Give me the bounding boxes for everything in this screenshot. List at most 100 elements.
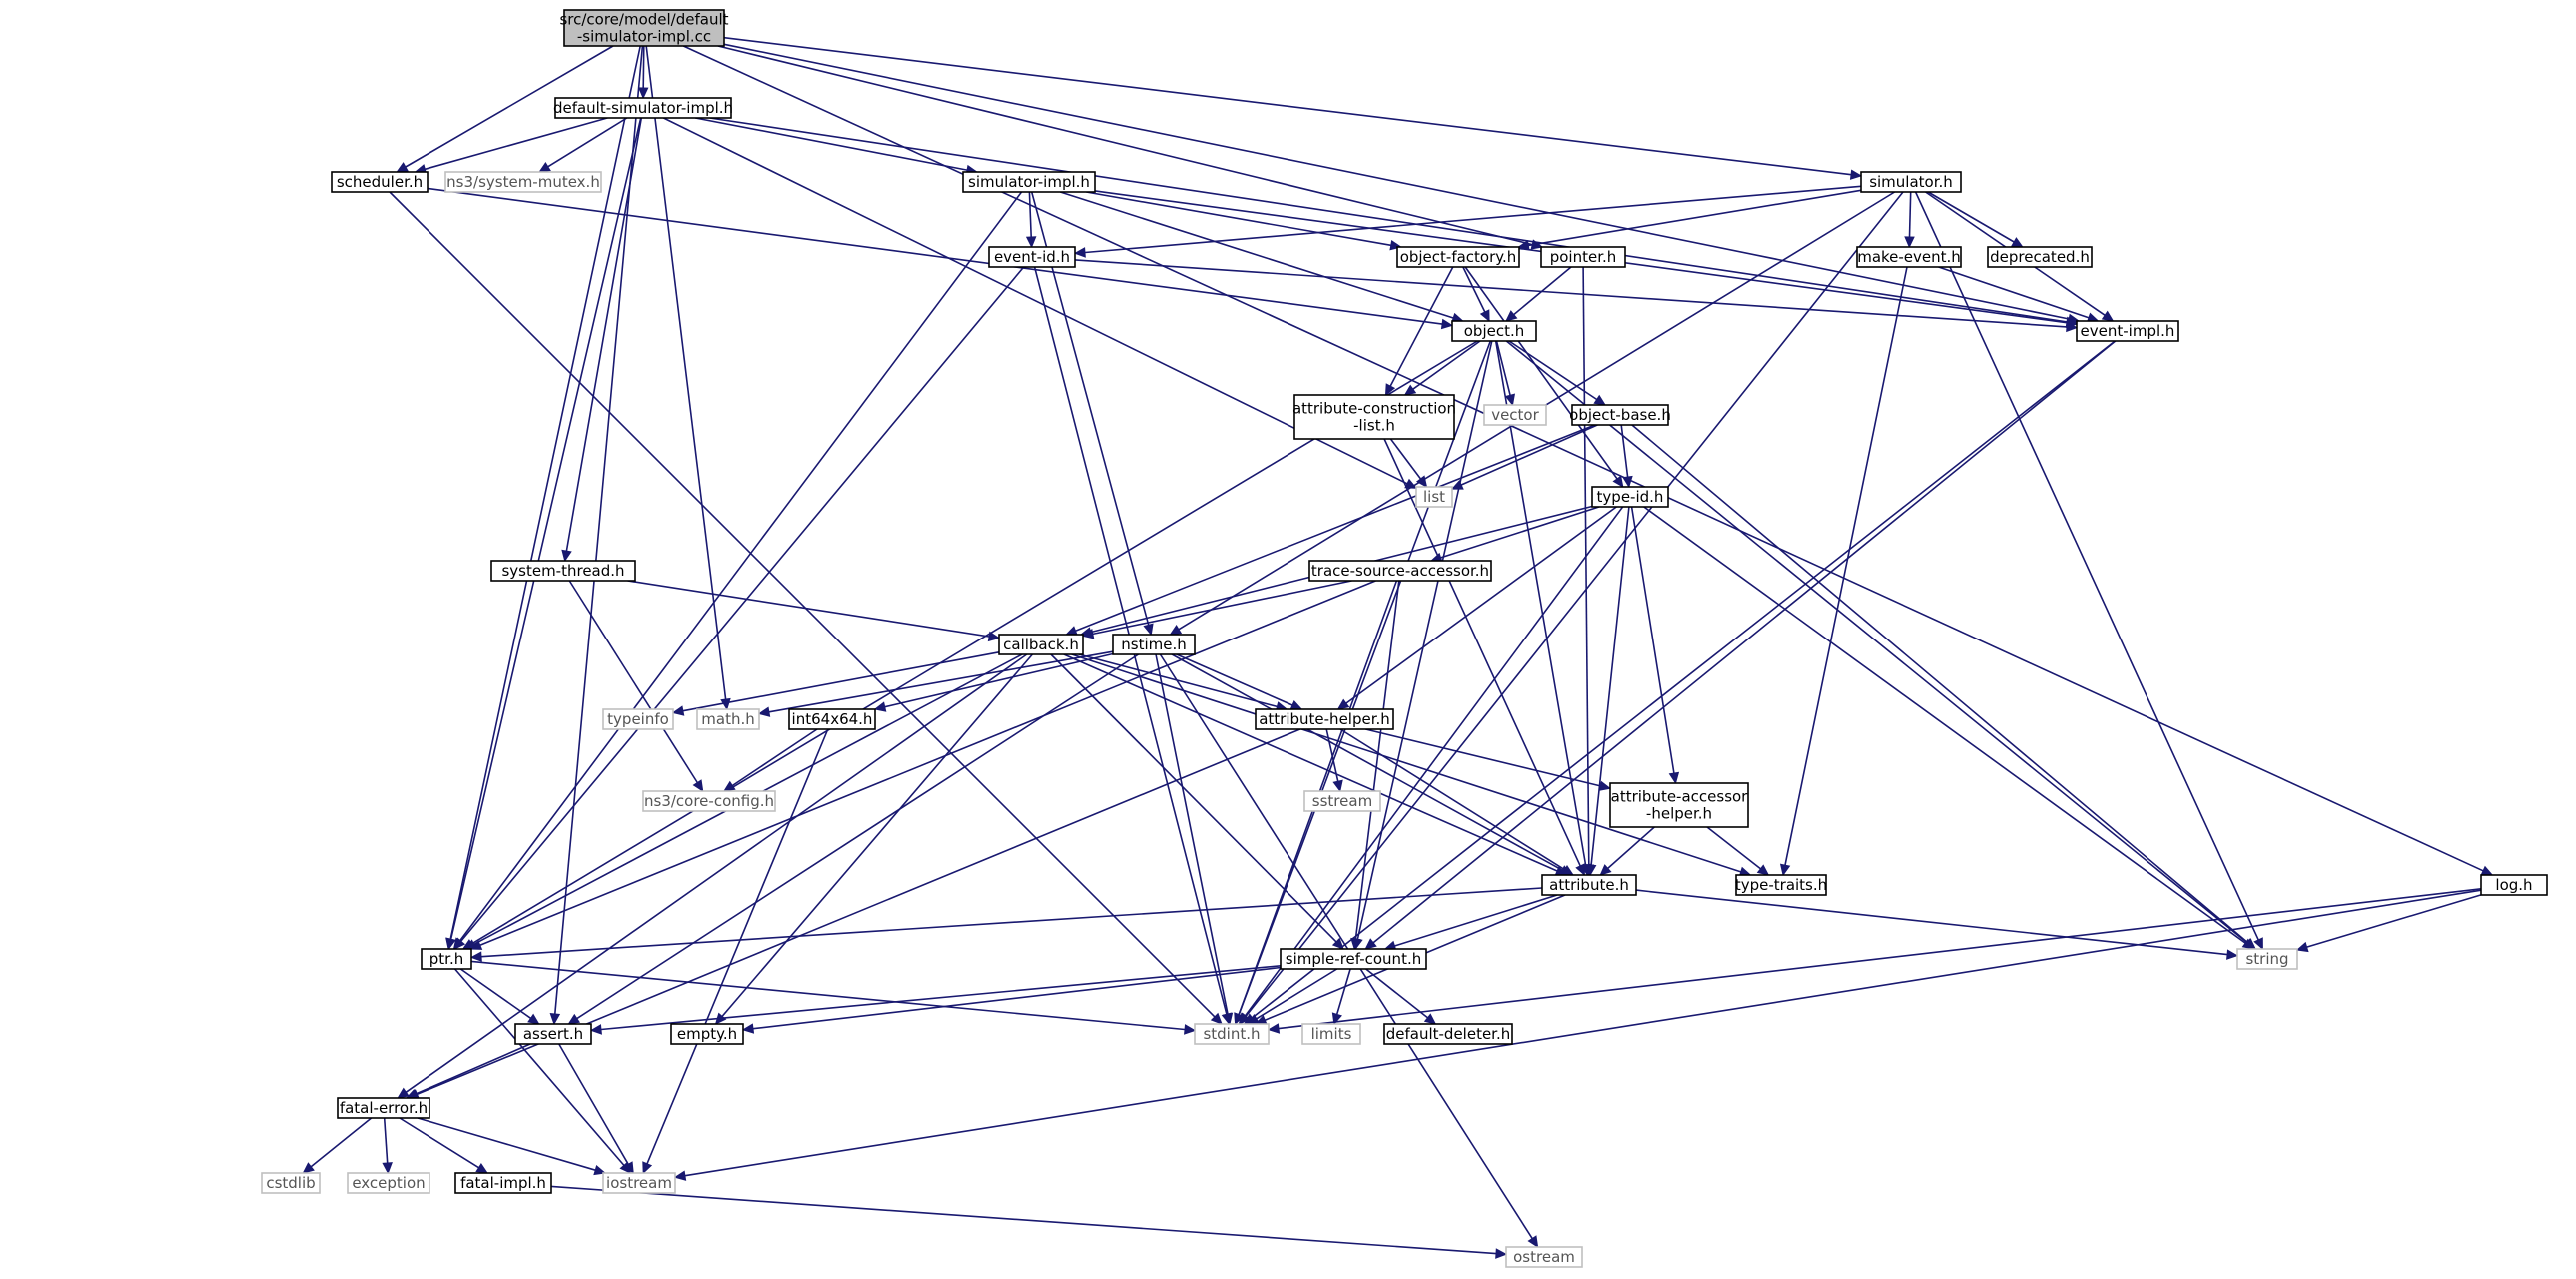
edge-line xyxy=(568,580,698,783)
edge-line xyxy=(554,45,644,1015)
edge-line xyxy=(399,1117,479,1169)
node-label: limits xyxy=(1311,1025,1352,1043)
edge-line xyxy=(1075,424,1596,633)
edge-line xyxy=(425,117,608,171)
edge-line xyxy=(1238,340,1492,1015)
node-label: string xyxy=(2245,950,2288,968)
node-defdeleter[interactable]: default-deleter.h xyxy=(1383,1023,1513,1045)
edge-line xyxy=(721,653,1034,1017)
node-cstdlib: cstdlib xyxy=(261,1172,321,1194)
edge-line xyxy=(1245,191,1904,1017)
node-fatalerror[interactable]: fatal-error.h xyxy=(337,1097,430,1119)
node-box xyxy=(602,708,674,730)
node-box xyxy=(1194,1023,1270,1045)
node-empty[interactable]: empty.h xyxy=(670,1023,744,1045)
edge-line xyxy=(449,117,642,940)
node-fatalimpl[interactable]: fatal-impl.h xyxy=(454,1172,552,1194)
edge-arrowhead xyxy=(1423,1013,1437,1025)
dependency-edges xyxy=(302,36,2494,1259)
node-limits: limits xyxy=(1301,1023,1361,1045)
node-defsimh[interactable]: default-simulator-impl.h xyxy=(553,97,733,119)
node-object[interactable]: object.h xyxy=(1451,320,1537,342)
edge-line xyxy=(1927,191,2015,243)
edge-line xyxy=(417,1117,596,1171)
node-box xyxy=(1112,634,1196,655)
edge-line xyxy=(565,117,643,552)
node-deprecated[interactable]: deprecated.h xyxy=(1987,246,2093,268)
edge-arrowhead xyxy=(302,1162,315,1174)
edge-arrowhead xyxy=(1779,863,1791,877)
node-tracesrc[interactable]: trace-source-accessor.h xyxy=(1308,560,1492,582)
node-attribute[interactable]: attribute.h xyxy=(1541,874,1637,896)
node-objfactory[interactable]: object-factory.h xyxy=(1396,246,1520,268)
node-simimpl[interactable]: simulator-impl.h xyxy=(962,171,1096,193)
node-root[interactable]: src/core/model/default-simulator-impl.cc xyxy=(559,9,729,47)
node-nstime[interactable]: nstime.h xyxy=(1112,634,1196,655)
edge-arrowhead xyxy=(396,162,409,173)
edge-arrowhead xyxy=(692,779,704,793)
edge-line xyxy=(1365,728,1601,787)
node-label: -helper.h xyxy=(1646,805,1712,823)
node-box xyxy=(1280,948,1427,970)
node-ptr[interactable]: ptr.h xyxy=(421,948,472,970)
node-simpleref[interactable]: simple-ref-count.h xyxy=(1280,948,1427,970)
edge-line xyxy=(480,887,1543,958)
node-box xyxy=(261,1172,321,1194)
edge-line xyxy=(1325,728,1339,782)
edge-root-to-simulator xyxy=(723,36,1863,180)
edge-typeid-to-stdint xyxy=(1238,506,1624,1025)
edge-line xyxy=(470,340,1478,945)
edge-line xyxy=(1092,580,1352,636)
edge-arrowhead xyxy=(1184,1024,1197,1035)
edge-line xyxy=(1278,888,2482,1030)
edge-arrowhead xyxy=(623,1161,634,1175)
node-makeevent[interactable]: make-event.h xyxy=(1856,246,1962,268)
edge-arrowhead xyxy=(593,1165,607,1176)
node-attrcons[interactable]: attribute-construction-list.h xyxy=(1292,394,1456,440)
node-box xyxy=(2236,948,2298,970)
edge-arrowhead xyxy=(1612,475,1624,488)
edge-line xyxy=(427,187,1443,325)
node-typetraits[interactable]: type-traits.h xyxy=(1735,874,1827,896)
edge-scheduler-to-stdint xyxy=(389,191,1223,1025)
node-label: math.h xyxy=(701,710,754,728)
node-box xyxy=(347,1172,430,1194)
edge-fatalimpl-to-ostream xyxy=(550,1185,1508,1259)
node-ostream: ostream xyxy=(1505,1246,1583,1268)
edge-simulator-to-makeevent xyxy=(1904,191,1915,249)
edge-line xyxy=(1462,266,1486,313)
edge-objbase-to-typeid xyxy=(1620,424,1633,489)
node-callback[interactable]: callback.h xyxy=(998,634,1084,655)
edge-arrowhead xyxy=(1575,863,1585,877)
edge-arrowhead xyxy=(722,780,736,792)
node-pointer[interactable]: pointer.h xyxy=(1540,246,1626,268)
edge-line xyxy=(449,45,641,940)
node-simulator[interactable]: simulator.h xyxy=(1860,171,1962,193)
edge-arrowhead xyxy=(1073,247,1086,258)
edge-line xyxy=(1460,424,1598,486)
node-log[interactable]: log.h xyxy=(2480,874,2548,896)
node-eventid[interactable]: event-id.h xyxy=(988,246,1076,268)
edge-root-to-mathh xyxy=(645,45,731,711)
edge-object-to-vector xyxy=(1495,340,1516,407)
node-attrhelper[interactable]: attribute-helper.h xyxy=(1255,708,1394,730)
edge-typeid-to-attrhelper xyxy=(1336,506,1617,710)
node-label: simulator-impl.h xyxy=(968,173,1090,191)
edge-attrcons-to-attribute xyxy=(1383,438,1585,877)
node-int64[interactable]: int64x64.h xyxy=(788,708,876,730)
node-label: callback.h xyxy=(1003,636,1079,653)
node-eventimpl[interactable]: event-impl.h xyxy=(2076,320,2179,342)
edge-line xyxy=(1908,191,1912,238)
node-assert[interactable]: assert.h xyxy=(514,1023,592,1045)
node-typeid[interactable]: type-id.h xyxy=(1591,486,1669,508)
edge-line xyxy=(1339,728,1566,871)
node-objbase[interactable]: object-base.h xyxy=(1569,404,1671,426)
edge-line xyxy=(405,653,1028,1093)
edge-line xyxy=(642,45,645,89)
node-systhread[interactable]: system-thread.h xyxy=(490,560,636,582)
node-attraccess[interactable]: attribute-accessor-helper.h xyxy=(1609,782,1749,828)
edge-arrowhead xyxy=(2011,237,2024,248)
edge-int64-to-coreconfig xyxy=(722,728,818,792)
node-box xyxy=(1483,404,1547,426)
node-scheduler[interactable]: scheduler.h xyxy=(331,171,429,193)
